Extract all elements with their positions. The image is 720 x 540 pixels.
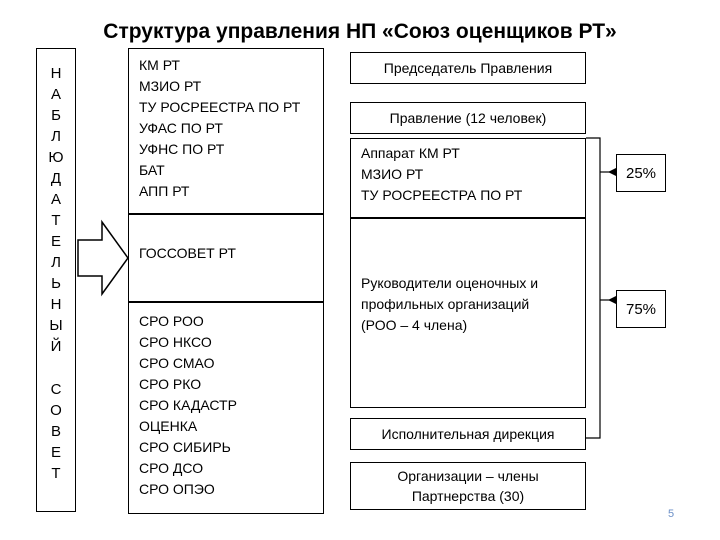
letter: Ы [49, 317, 63, 334]
share-75-box: 75% [616, 290, 666, 328]
bracket-line [586, 137, 601, 439]
page-title: Структура управления НП «Союз оценщиков … [103, 20, 617, 43]
letter: Й [50, 338, 62, 355]
letter: Б [51, 107, 61, 124]
letter: Ь [51, 275, 61, 292]
heads-box: Руководители оценочных и профильных орга… [350, 218, 586, 408]
letter: Н [50, 65, 62, 82]
gossovet-box: ГОССОВЕТ РТ [128, 214, 324, 302]
board-box: Правление (12 человек) [350, 102, 586, 134]
apparatus-box: Аппарат КМ РТ МЗИО РТ ТУ РОСРЕЕСТРА ПО Р… [350, 138, 586, 218]
letter: Н [50, 296, 62, 313]
letter: А [50, 86, 61, 103]
letter: А [50, 191, 61, 208]
letter: Т [51, 212, 61, 229]
block-arrow [77, 219, 129, 297]
letter: О [50, 402, 62, 419]
letter: Ю [48, 149, 64, 166]
partnership-box: Организации – члены Партнерства (30) [350, 462, 586, 510]
arrow-25 [608, 168, 616, 176]
government-members-box: КМ РТ МЗИО РТ ТУ РОСРЕЕСТРА ПО РТ УФАС П… [128, 48, 324, 214]
letter: Д [50, 170, 62, 187]
letter: Л [51, 128, 61, 145]
share-25-box: 25% [616, 154, 666, 192]
letter: С [50, 381, 62, 398]
supervisory-board-box: Н А Б Л Ю Д А Т Е Л Ь Н Ы Й С О В Е Т [36, 48, 76, 512]
letter: Т [51, 465, 61, 482]
chairman-box: Председатель Правления [350, 52, 586, 84]
page-number: 5 [668, 508, 675, 520]
directorate-box: Исполнительная дирекция [350, 418, 586, 450]
letter: Л [51, 254, 61, 271]
letter: Е [50, 233, 61, 250]
sro-members-box: СРО РОО СРО НКСО СРО СМАО СРО РКО СРО КА… [128, 302, 324, 514]
letter: Е [50, 444, 61, 461]
letter: В [50, 423, 61, 440]
arrow-75 [608, 296, 616, 304]
